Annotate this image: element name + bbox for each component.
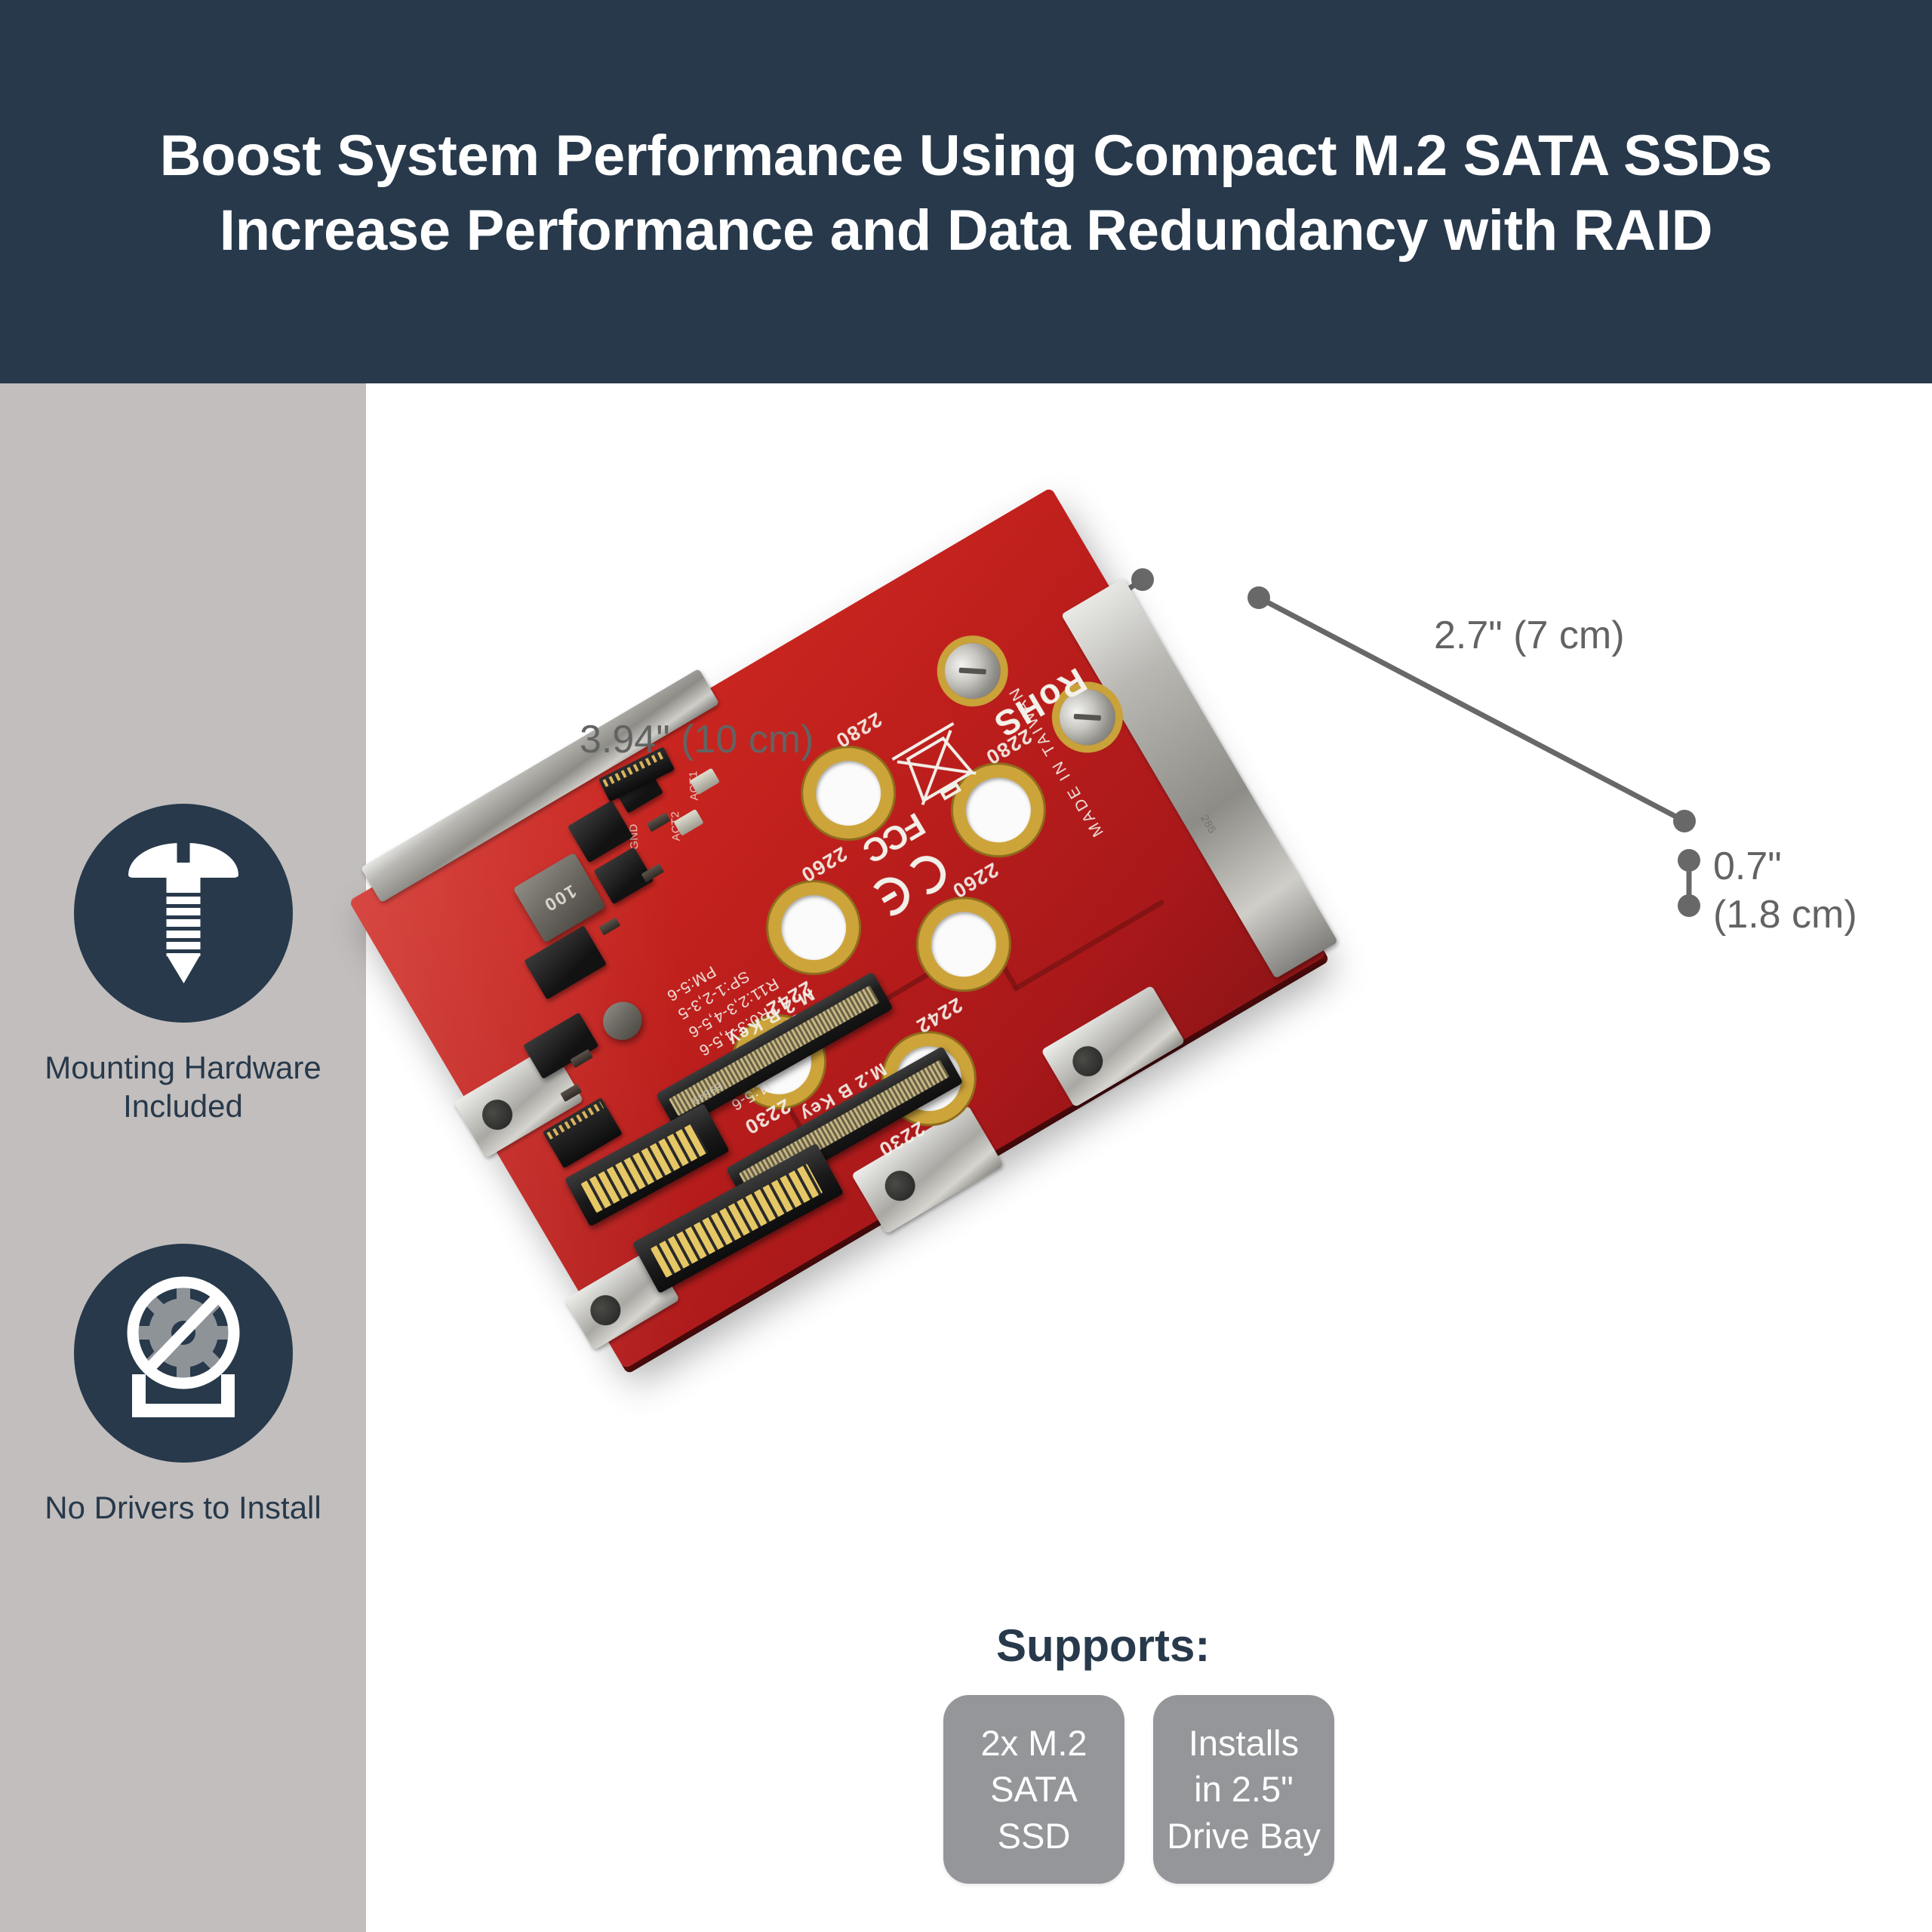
support-card-m2-sata-ssd: 2x M.2 SATA SSD	[943, 1695, 1124, 1884]
no-gear-drive-icon	[74, 1244, 293, 1463]
m2-sata-adapter-board: 285	[349, 487, 1338, 1375]
dimension-width-label: 2.7" (7 cm)	[1434, 614, 1625, 657]
feature-label-line-1: Mounting Hardware	[45, 1050, 321, 1085]
dimension-length-label: 3.94" (10 cm)	[580, 718, 814, 761]
ce-icon	[873, 856, 946, 916]
bracket-stamp: 285	[1198, 812, 1219, 836]
support-card-line: Drive Bay	[1167, 1815, 1321, 1856]
dimension-height-inch-label: 0.7"	[1713, 844, 1782, 888]
feature-no-drivers: No Drivers to Install	[0, 1244, 366, 1527]
support-card-line: 2x M.2	[980, 1723, 1088, 1764]
inductor-label: 100	[539, 880, 580, 916]
feature-icon-badge	[73, 804, 293, 1023]
feature-label: Mounting Hardware Included	[0, 1048, 366, 1125]
feature-mounting-hardware: Mounting Hardware Included	[0, 804, 366, 1125]
screw-icon	[74, 804, 293, 1023]
weee-icon	[891, 721, 977, 805]
support-card-line: in 2.5"	[1194, 1769, 1294, 1810]
support-card-drive-bay: Installs in 2.5" Drive Bay	[1153, 1695, 1334, 1884]
feature-icon-badge	[73, 1244, 293, 1463]
header-title-line-2: Increase Performance and Data Redundancy…	[219, 198, 1713, 263]
feature-label-line-2: Included	[123, 1088, 243, 1124]
header-banner: Boost System Performance Using Compact M…	[0, 0, 1932, 383]
supports-heading: Supports:	[996, 1620, 1211, 1671]
feature-sidebar: Mounting Hardware Included	[0, 383, 366, 1932]
header-title-line-1: Boost System Performance Using Compact M…	[159, 124, 1773, 189]
feature-label: No Drivers to Install	[0, 1488, 366, 1527]
support-card-line: SSD	[997, 1815, 1071, 1856]
support-card-line: SATA	[990, 1769, 1078, 1810]
feature-label-line-1: No Drivers to Install	[45, 1490, 321, 1525]
support-card-line: Installs	[1188, 1723, 1300, 1764]
dimension-height-cm-label: (1.8 cm)	[1713, 893, 1857, 937]
